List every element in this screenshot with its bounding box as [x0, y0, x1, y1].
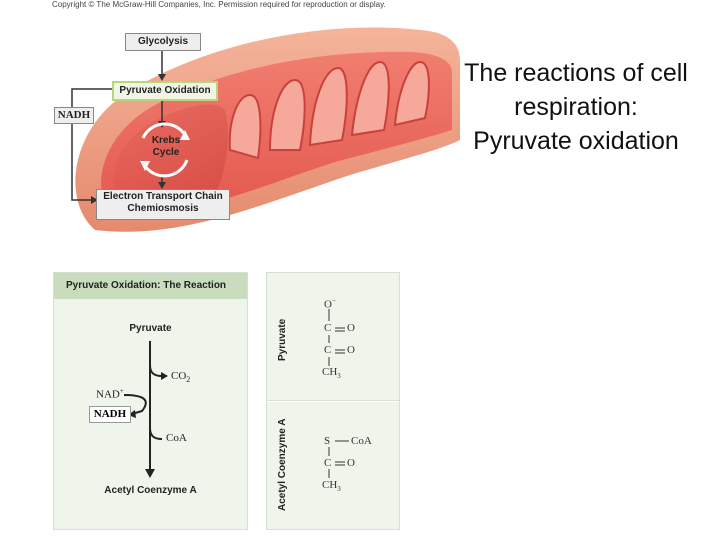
acetyl-carbonyl-c: C — [324, 457, 332, 469]
reaction-arrows — [123, 341, 168, 478]
pyruvate-methyl: CH3 — [322, 366, 341, 381]
etc-label-line1: Electron Transport Chain — [103, 191, 223, 202]
krebs-label-line1: Krebs — [151, 135, 181, 146]
nad-plus-label: NAD+ — [96, 387, 124, 401]
inner-compartment — [113, 104, 228, 211]
pyruvate-o-minus: O− — [324, 297, 336, 311]
krebs-cycle-label: Krebs Cycle — [141, 135, 191, 159]
pyruvate-carboxyl-c: C — [324, 322, 332, 334]
mitochondrion-illustration — [71, 27, 460, 232]
acetyl-methyl: CH3 — [322, 479, 341, 494]
reaction-panel: Pyruvate Oxidation: The Reaction Pyruvat… — [53, 272, 248, 530]
structure-divider — [267, 400, 399, 402]
copyright-notice: Copyright © The McGraw-Hill Companies, I… — [52, 0, 386, 9]
pyruvate-keto-o: O — [347, 344, 355, 356]
cristae — [228, 60, 430, 160]
nadh-product-box: NADH — [89, 406, 131, 423]
etc-label-line2: Chemiosmosis — [127, 203, 199, 214]
pyruvate-oxidation-box: Pyruvate Oxidation — [112, 81, 218, 101]
pyruvate-keto-c: C — [324, 344, 332, 356]
acetyl-sulfur: S — [324, 435, 331, 447]
krebs-label-line2: Cycle — [152, 147, 180, 158]
coa-label: CoA — [166, 432, 187, 444]
structure-bonds — [328, 309, 349, 478]
acetyl-coa-group: CoA — [351, 435, 372, 447]
pyruvate-carboxyl-o: O — [347, 322, 355, 334]
nadh-box: NADH — [54, 107, 94, 124]
slide-title: The reactions of cell respiration: Pyruv… — [464, 59, 688, 155]
glycolysis-box: Glycolysis — [125, 33, 201, 51]
co2-product: CO2 — [171, 370, 191, 385]
structure-panel: Pyruvate Acetyl Coenzyme A O− C O C O CH… — [266, 272, 400, 530]
electron-transport-box: Electron Transport Chain Chemiosmosis — [96, 189, 230, 220]
krebs-cycle-arrows — [140, 122, 190, 178]
acetyl-carbonyl-o: O — [347, 457, 355, 469]
reaction-panel-heading: Pyruvate Oxidation: The Reaction — [54, 273, 247, 299]
product-acetyl-coa: Acetyl Coenzyme A — [104, 485, 197, 496]
reactant-pyruvate: Pyruvate — [129, 323, 172, 334]
